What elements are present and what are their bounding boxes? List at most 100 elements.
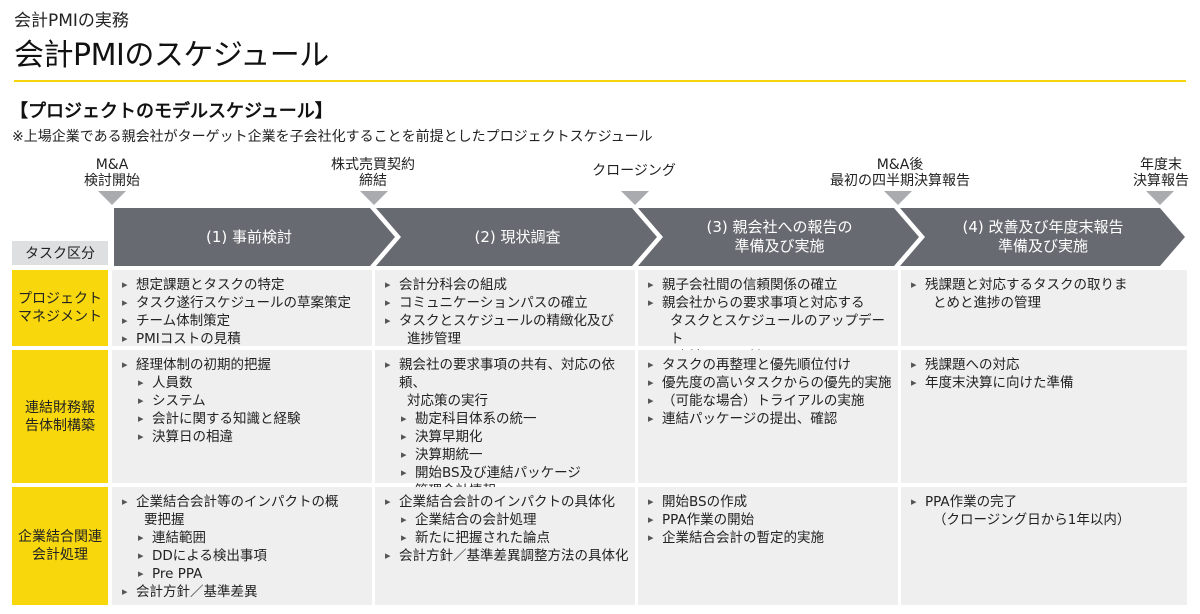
- row-header-line1: 連結財務報: [25, 399, 95, 416]
- task-cell: 親会社の要求事項の共有、対応の依頼、対応策の実行勘定科目体系の統一決算早期化決算…: [375, 350, 635, 500]
- phase-arrow-4: [900, 208, 1185, 266]
- bullet-item: 連結パッケージの提出、確認: [646, 410, 894, 428]
- sub-bullet-item: 勘定科目体系の統一: [383, 410, 631, 428]
- task-cell: 想定課題とタスクの特定タスク遂行スケジュールの草案策定チーム体制策定PMIコスト…: [112, 270, 372, 348]
- sub-bullet-item: 決算早期化: [383, 428, 631, 446]
- bullet-item: 残課題への対応: [909, 356, 1183, 374]
- phase-label-3: (3) 親会社への報告の準備及び実施: [652, 208, 907, 266]
- task-cell: 企業結合会計のインパクトの具体化企業結合の会計処理新たに把握された論点会計方針／…: [375, 487, 635, 605]
- milestone-first-quarter: M&A後 最初の四半期決算報告: [810, 157, 990, 189]
- section-note: ※上場企業である親会社がターゲット企業を子会社化することを前提としたプロジェクト…: [12, 129, 653, 145]
- milestone-contract: 株式売買契約 締結: [313, 157, 433, 189]
- milestone-line2: 最初の四半期決算報告: [830, 173, 970, 189]
- sub-bullet-item: 決算日の相違: [120, 428, 368, 446]
- row-header-project-management: プロジェクトマネジメント: [12, 270, 108, 346]
- bullet-item: コミュニケーションパスの確立: [383, 294, 631, 312]
- title-divider: [14, 80, 1186, 82]
- milestone-marker-icon: [360, 191, 388, 205]
- milestone-marker-icon: [884, 191, 912, 205]
- sub-bullet-item: システム: [120, 392, 368, 410]
- bullet-item: 親会社からの要求事項と対応する: [646, 294, 894, 312]
- task-cell: タスクの再整理と優先順位付け優先度の高いタスクからの優先的実施（可能な場合）トラ…: [638, 350, 898, 483]
- bullet-item: 親子会社間の信頼関係の確立: [646, 276, 894, 294]
- bullet-item: 残課題と対応するタスクの取りま: [909, 276, 1183, 294]
- bullet-item: 進捗管理: [407, 331, 461, 347]
- bullet-item: タスクとスケジュールのアップデート: [670, 313, 886, 347]
- bullet-item: 年度末決算に向けた準備: [909, 374, 1183, 392]
- task-cell: 企業結合会計等のインパクトの概要把握連結範囲DDによる検出事項Pre PPA会計…: [112, 487, 372, 605]
- task-category-header: タスク区分: [12, 241, 108, 265]
- milestone-line2: 締結: [359, 173, 387, 189]
- bullet-item: とめと進捗の管理: [933, 295, 1041, 311]
- row-header-line1: プロジェクト: [18, 291, 102, 307]
- phase-arrow-3: [638, 208, 919, 266]
- row-header-consolidated-reporting: 連結財務報告体制構築: [12, 350, 108, 483]
- bullet-item: PMIコストの見積: [120, 330, 368, 348]
- bullet-item: 想定課題とタスクの特定: [120, 276, 368, 294]
- bullet-item: 優先度の高いタスクからの優先的実施: [646, 374, 894, 392]
- row-header-line2: 会計処理: [32, 547, 88, 563]
- milestone-line2: 検討開始: [84, 173, 140, 189]
- page-title: 会計PMIのスケジュール: [14, 38, 329, 73]
- milestone-ma-start: M&A 検討開始: [72, 157, 152, 189]
- phase-line1: (1) 事前検討: [205, 227, 293, 246]
- milestone-closing: クロージング: [574, 157, 694, 179]
- row-header-business-combination: 企業結合関連会計処理: [12, 487, 108, 605]
- bullet-item: （クロージング日から1年以内）: [933, 512, 1131, 528]
- milestone-line1: 株式売買契約: [331, 157, 415, 173]
- sub-bullet-item: Pre PPA: [120, 565, 368, 583]
- task-cell: 親子会社間の信頼関係の確立親会社からの要求事項と対応するタスクとスケジュールのア…: [638, 270, 898, 366]
- page-subtitle: 会計PMIの実務: [14, 11, 129, 31]
- phase-line2: 準備及び実施: [997, 237, 1088, 255]
- bullet-item: タスクとスケジュールの精緻化及び: [383, 312, 631, 330]
- sub-bullet-item: 企業結合の会計処理: [383, 511, 631, 529]
- milestone-line2: クロージング: [592, 163, 676, 179]
- bullet-item: （可能な場合）トライアルの実施: [646, 392, 894, 410]
- milestone-marker-icon: [1146, 191, 1174, 205]
- phase-line2: 準備及び実施: [734, 237, 825, 255]
- phase-line1: (2) 現状調査: [474, 227, 561, 246]
- milestone-year-end: 年度末 決算報告: [1124, 157, 1198, 189]
- bullet-item: PPA作業の完了: [909, 493, 1183, 511]
- phase-label-1: (1) 事前検討: [114, 208, 384, 266]
- task-cell: 会計分科会の組成コミュニケーションパスの確立タスクとスケジュールの精緻化及び進捗…: [375, 270, 635, 347]
- phase-label-4: (4) 改善及び年度末報告準備及び実施: [914, 208, 1172, 266]
- sub-bullet-item: 人員数: [120, 374, 368, 392]
- sub-bullet-item: 連結範囲: [120, 529, 368, 547]
- phase-label-2: (2) 現状調査: [390, 208, 645, 266]
- bullet-item: チーム体制策定: [120, 312, 368, 330]
- phase-line1: (4) 改善及び年度末報告: [962, 218, 1124, 236]
- bullet-item: タスクの再整理と優先順位付け: [646, 356, 894, 374]
- phase-arrow-2: [376, 208, 657, 266]
- bullet-item: タスク遂行スケジュールの草案策定: [120, 294, 368, 312]
- task-cell: PPA作業の完了（クロージング日から1年以内）: [901, 487, 1187, 605]
- phase-line1: (3) 親会社への報告の: [706, 218, 853, 236]
- milestone-marker-icon: [98, 191, 126, 205]
- bullet-item: 企業結合会計のインパクトの具体化: [383, 493, 631, 511]
- bullet-item: 親会社の要求事項の共有、対応の依頼、: [383, 356, 631, 392]
- bullet-item: 開始BSの作成: [646, 493, 894, 511]
- bullet-item: 会計方針／基準差異: [120, 583, 368, 601]
- bullet-item: PPA作業の開始: [646, 511, 894, 529]
- bullet-item: 経理体制の初期的把握: [120, 356, 368, 374]
- sub-bullet-item: 新たに把握された論点: [383, 529, 631, 547]
- bullet-item: 会計方針／基準差異調整方法の具体化: [383, 547, 631, 565]
- task-cell: 開始BSの作成PPA作業の開始企業結合会計の暫定的実施: [638, 487, 898, 605]
- row-header-line2: マネジメント: [18, 309, 102, 325]
- milestone-line2: 決算報告: [1133, 173, 1189, 189]
- sub-bullet-item: 会計に関する知識と経験: [120, 410, 368, 428]
- task-cell: 経理体制の初期的把握人員数システム会計に関する知識と経験決算日の相違: [112, 350, 372, 483]
- milestone-line1: M&A: [95, 157, 129, 173]
- milestone-line1: M&A後: [876, 157, 924, 173]
- sub-bullet-item: 開始BS及び連結パッケージ: [383, 464, 631, 482]
- sub-bullet-item: DDによる検出事項: [120, 547, 368, 565]
- milestone-line1: 年度末: [1140, 157, 1182, 173]
- row-header-line2: 告体制構築: [25, 417, 95, 434]
- bullet-item: 企業結合会計等のインパクトの概: [120, 493, 368, 511]
- bullet-item: 対応策の実行: [407, 393, 488, 409]
- phase-arrow-1: [114, 208, 395, 266]
- task-cell: 残課題への対応年度末決算に向けた準備: [901, 350, 1187, 483]
- bullet-item: 企業結合会計の暫定的実施: [646, 529, 894, 547]
